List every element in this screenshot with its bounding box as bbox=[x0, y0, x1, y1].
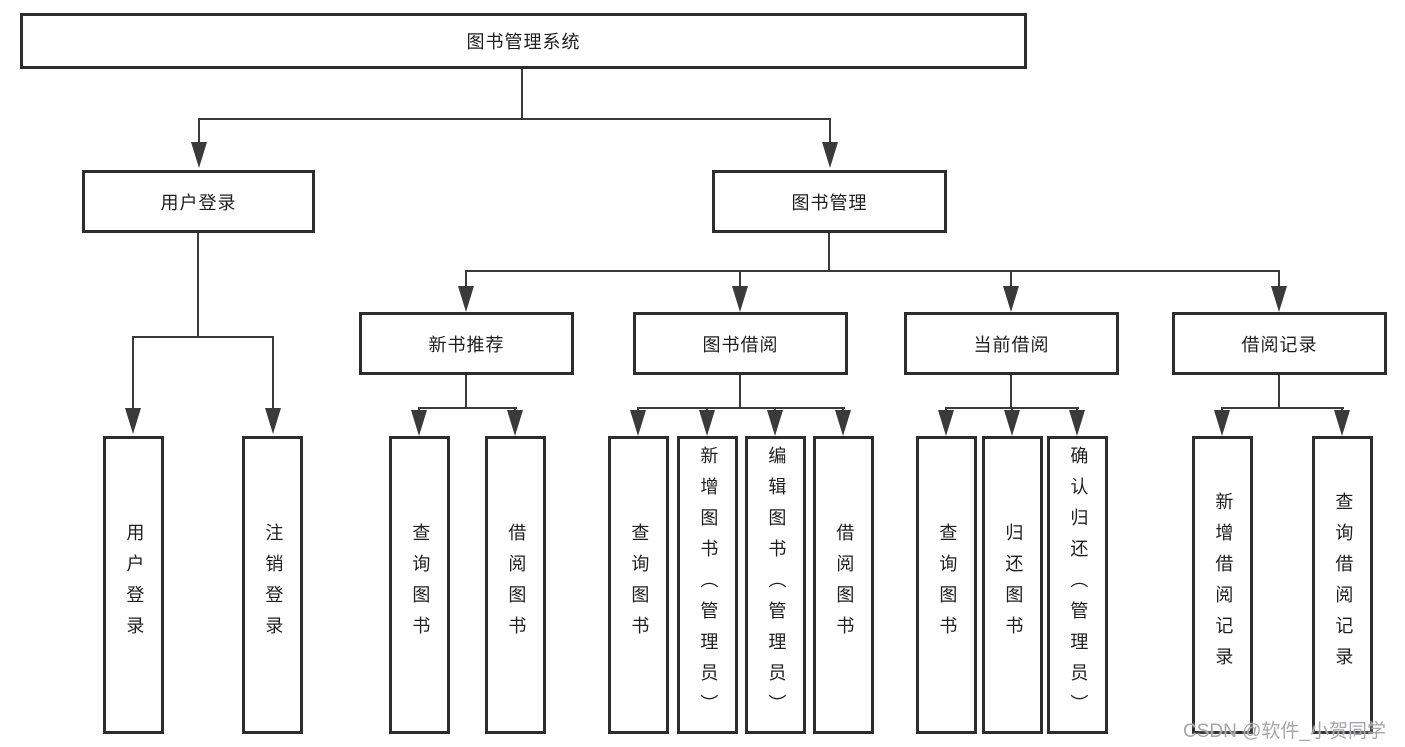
arrow-down-icon bbox=[411, 407, 427, 436]
connector-line bbox=[637, 407, 845, 409]
connector-line bbox=[1221, 407, 1344, 409]
node-new-book-recommendation: 新书推荐 bbox=[359, 312, 574, 375]
node-borrowing-records: 借阅记录 bbox=[1172, 312, 1387, 375]
leaf-user-login: 用户登录 bbox=[103, 436, 164, 734]
leaf-label: 借阅图书 bbox=[506, 523, 527, 647]
node-label: 用户登录 bbox=[160, 192, 237, 213]
connector-line bbox=[465, 270, 1280, 272]
leaf-label: 借阅图书 bbox=[834, 523, 855, 647]
node-label: 图书管理系统 bbox=[466, 32, 581, 52]
arrow-down-icon bbox=[699, 407, 715, 436]
leaf-query-books: 查询图书 bbox=[916, 436, 977, 734]
leaf-label: 注销登录 bbox=[263, 523, 284, 647]
leaf-logout: 注销登录 bbox=[242, 436, 303, 734]
arrow-down-icon bbox=[767, 407, 783, 436]
leaf-borrow-books: 借阅图书 bbox=[485, 436, 546, 734]
node-label: 借阅记录 bbox=[1241, 334, 1318, 355]
node-user-login: 用户登录 bbox=[82, 170, 315, 233]
arrow-down-icon bbox=[1214, 407, 1230, 436]
leaf-label: 确认归还（管理员） bbox=[1068, 445, 1089, 725]
connector-line bbox=[521, 69, 523, 118]
arrow-down-icon bbox=[822, 118, 838, 168]
arrow-down-icon bbox=[835, 407, 851, 436]
connector-line bbox=[465, 375, 467, 407]
arrow-down-icon bbox=[1069, 407, 1085, 436]
leaf-add-borrow-record: 新增借阅记录 bbox=[1192, 436, 1253, 734]
connector-line bbox=[418, 407, 517, 409]
leaf-borrow-books: 借阅图书 bbox=[813, 436, 874, 734]
leaf-label: 查询图书 bbox=[937, 523, 958, 647]
leaf-add-books-admin: 新增图书（管理员） bbox=[677, 436, 738, 734]
connector-line bbox=[1278, 375, 1280, 407]
node-library-management-system: 图书管理系统 bbox=[20, 13, 1027, 69]
leaf-label: 新增借阅记录 bbox=[1213, 492, 1234, 678]
node-label: 当前借阅 bbox=[973, 334, 1050, 355]
leaf-label: 编辑图书（管理员） bbox=[766, 445, 787, 725]
leaf-query-books: 查询图书 bbox=[608, 436, 669, 734]
node-current-borrowing: 当前借阅 bbox=[904, 312, 1119, 375]
csdn-watermark: CSDN @软件_小贺同学 bbox=[1183, 721, 1386, 742]
arrow-down-icon bbox=[458, 270, 474, 312]
arrow-down-icon bbox=[1004, 407, 1020, 436]
arrow-down-icon bbox=[938, 407, 954, 436]
leaf-label: 查询图书 bbox=[629, 523, 650, 647]
node-label: 图书管理 bbox=[791, 192, 868, 213]
leaf-label: 用户登录 bbox=[124, 523, 145, 647]
leaf-return-books: 归还图书 bbox=[982, 436, 1043, 734]
arrow-down-icon bbox=[630, 407, 646, 436]
connector-line bbox=[197, 233, 199, 336]
arrow-down-icon bbox=[732, 270, 748, 312]
node-label: 图书借阅 bbox=[702, 334, 779, 355]
leaf-query-borrow-record: 查询借阅记录 bbox=[1312, 436, 1373, 734]
arrow-down-icon bbox=[125, 336, 141, 434]
node-book-management: 图书管理 bbox=[712, 170, 947, 233]
arrow-down-icon bbox=[191, 118, 207, 168]
node-book-borrowing: 图书借阅 bbox=[633, 312, 848, 375]
leaf-query-books: 查询图书 bbox=[389, 436, 450, 734]
arrow-down-icon bbox=[1271, 270, 1287, 312]
leaf-label: 查询借阅记录 bbox=[1333, 492, 1354, 678]
connector-line bbox=[132, 336, 274, 338]
leaf-edit-books-admin: 编辑图书（管理员） bbox=[745, 436, 806, 734]
leaf-label: 归还图书 bbox=[1003, 523, 1024, 647]
connector-line bbox=[198, 118, 831, 120]
connector-line bbox=[828, 233, 830, 270]
arrow-down-icon bbox=[1003, 270, 1019, 312]
connector-line bbox=[739, 375, 741, 407]
arrow-down-icon bbox=[265, 336, 281, 434]
connector-line bbox=[1010, 375, 1012, 407]
arrow-down-icon bbox=[507, 407, 523, 436]
node-label: 新书推荐 bbox=[428, 334, 505, 355]
leaf-label: 新增图书（管理员） bbox=[698, 445, 719, 725]
leaf-label: 查询图书 bbox=[410, 523, 431, 647]
arrow-down-icon bbox=[1334, 407, 1350, 436]
leaf-confirm-return-admin: 确认归还（管理员） bbox=[1047, 436, 1108, 734]
